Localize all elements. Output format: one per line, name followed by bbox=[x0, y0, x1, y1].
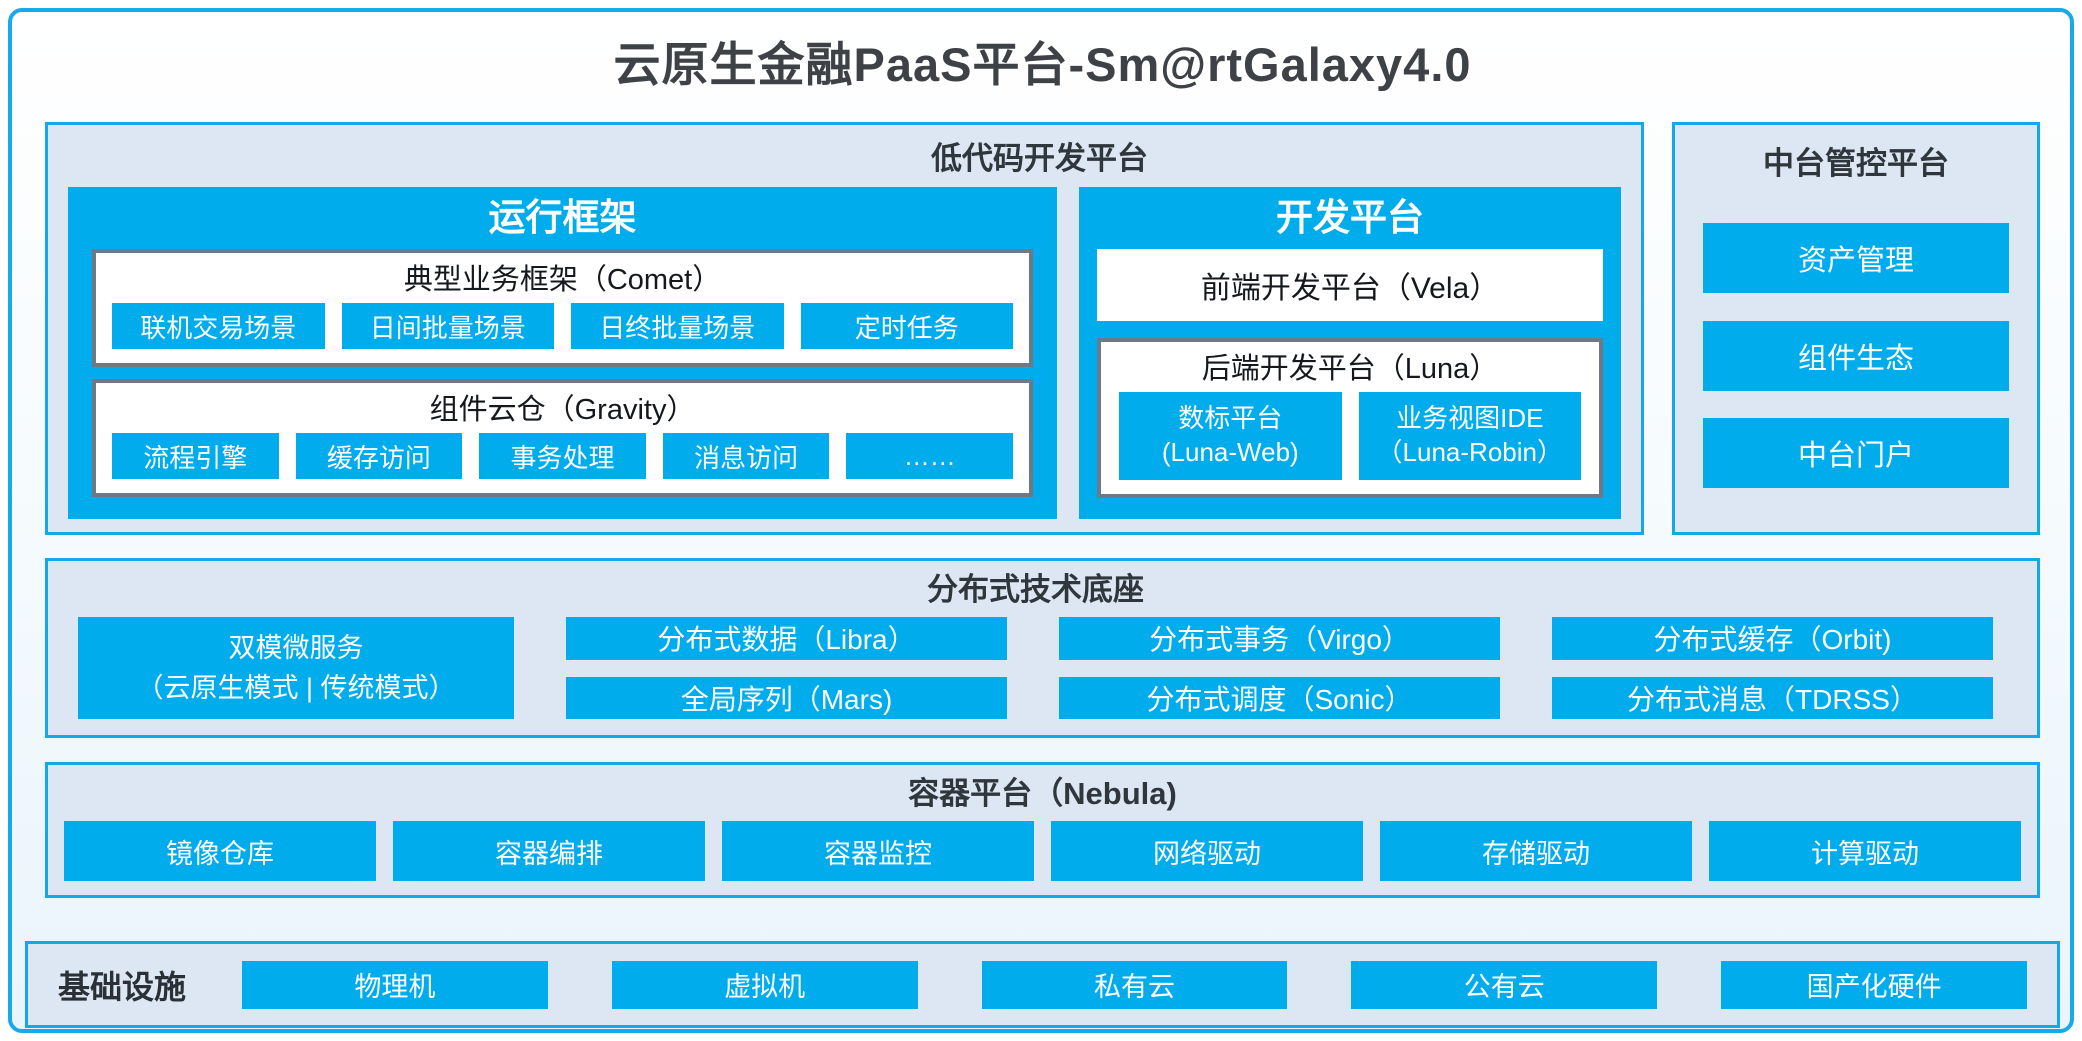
comet-items: 联机交易场景 日间批量场景 日终批量场景 定时任务 bbox=[112, 303, 1014, 349]
lowcode-platform-title: 低代码开发平台 bbox=[931, 141, 1148, 176]
gravity-frame: 组件云仓（Gravity） 流程引擎 缓存访问 事务处理 消息访问 …… bbox=[92, 379, 1034, 497]
distributed-col-2: 分布式事务（Virgo） 分布式调度（Sonic） bbox=[1059, 617, 1500, 719]
distributed-cache-orbit-item: 分布式缓存（Orbit) bbox=[1552, 617, 1993, 660]
distributed-scheduling-sonic-item: 分布式调度（Sonic） bbox=[1059, 676, 1500, 719]
gravity-frame-title: 组件云仓（Gravity） bbox=[429, 394, 696, 426]
midplatform-item-asset-management: 资产管理 bbox=[1703, 222, 2009, 293]
runtime-frames: 典型业务框架（Comet） 联机交易场景 日间批量场景 日终批量场景 定时任务 … bbox=[92, 249, 1034, 497]
luna-web-name: 数标平台 bbox=[1178, 403, 1283, 434]
diagram-frame: 云原生金融PaaS平台-Sm@rtGalaxy4.0 低代码开发平台 运行框架 … bbox=[8, 8, 2074, 1033]
infrastructure-items: 物理机 虚拟机 私有云 公有云 国产化硬件 bbox=[242, 960, 2027, 1009]
container-platform-panel: 容器平台（Nebula) 镜像仓库 容器编排 容器监控 网络驱动 存储驱动 计算… bbox=[45, 762, 2040, 898]
comet-item-daytime-batch: 日间批量场景 bbox=[341, 303, 555, 349]
luna-web-code: (Luna-Web) bbox=[1161, 437, 1299, 467]
dual-mode-line2: （云原生模式 | 传统模式） bbox=[136, 673, 456, 703]
luna-web-item: 数标平台 (Luna-Web) bbox=[1119, 392, 1342, 480]
distributed-base-panel: 分布式技术底座 双模微服务 （云原生模式 | 传统模式） 分布式数据（Libra… bbox=[45, 558, 2040, 738]
container-platform-title: 容器平台（Nebula) bbox=[908, 776, 1177, 811]
gravity-item-cache-access: 缓存访问 bbox=[295, 433, 463, 479]
luna-robin-code: （Luna-Robin） bbox=[1376, 437, 1563, 467]
comet-item-scheduled-task: 定时任务 bbox=[800, 303, 1014, 349]
container-item-orchestration: 容器编排 bbox=[393, 821, 705, 881]
container-item-network-driver: 网络驱动 bbox=[1051, 821, 1363, 881]
lowcode-platform-panel: 低代码开发平台 运行框架 典型业务框架（Comet） 联机交易场景 日间批量场景… bbox=[45, 122, 1644, 535]
global-sequence-mars-item: 全局序列（Mars) bbox=[566, 676, 1007, 719]
comet-item-online-trading: 联机交易场景 bbox=[112, 303, 325, 349]
gravity-item-message-access: 消息访问 bbox=[662, 433, 830, 479]
luna-robin-name: 业务视图IDE bbox=[1396, 403, 1544, 434]
dev-platform-box: 开发平台 前端开发平台（Vela） 后端开发平台（Luna） 数标平台 (Lun… bbox=[1079, 187, 1621, 519]
infrastructure-item-virtual-machine: 虚拟机 bbox=[611, 960, 918, 1009]
infrastructure-item-domestic-hardware: 国产化硬件 bbox=[1721, 960, 2027, 1009]
runtime-framework-box: 运行框架 典型业务框架（Comet） 联机交易场景 日间批量场景 日终批量场景 … bbox=[68, 187, 1058, 519]
distributed-transaction-virgo-item: 分布式事务（Virgo） bbox=[1059, 617, 1500, 660]
luna-frame: 后端开发平台（Luna） 数标平台 (Luna-Web) 业务视图IDE （Lu… bbox=[1097, 338, 1603, 498]
distributed-message-tdrss-item: 分布式消息（TDRSS） bbox=[1552, 676, 1993, 719]
container-item-monitoring: 容器监控 bbox=[722, 821, 1034, 881]
comet-frame: 典型业务框架（Comet） 联机交易场景 日间批量场景 日终批量场景 定时任务 bbox=[92, 249, 1034, 367]
midplatform-item-portal: 中台门户 bbox=[1703, 418, 2009, 489]
runtime-framework-title: 运行框架 bbox=[488, 197, 637, 238]
container-item-storage-driver: 存储驱动 bbox=[1380, 821, 1692, 881]
top-row: 低代码开发平台 运行框架 典型业务框架（Comet） 联机交易场景 日间批量场景… bbox=[45, 122, 2040, 535]
infrastructure-title: 基础设施 bbox=[58, 968, 187, 1005]
infrastructure-item-private-cloud: 私有云 bbox=[981, 960, 1288, 1009]
midplatform-panel: 中台管控平台 资产管理 组件生态 中台门户 bbox=[1672, 122, 2040, 535]
luna-robin-item: 业务视图IDE （Luna-Robin） bbox=[1358, 392, 1581, 480]
infrastructure-item-physical-machine: 物理机 bbox=[242, 960, 548, 1009]
distributed-col-3: 分布式缓存（Orbit) 分布式消息（TDRSS） bbox=[1552, 617, 1993, 719]
dev-platform-title: 开发平台 bbox=[1276, 197, 1425, 238]
distributed-data-libra-item: 分布式数据（Libra） bbox=[566, 617, 1007, 660]
gravity-item-process-engine: 流程引擎 bbox=[112, 433, 279, 479]
container-item-compute-driver: 计算驱动 bbox=[1709, 821, 2021, 881]
dual-mode-microservice-item: 双模微服务 （云原生模式 | 传统模式） bbox=[78, 617, 514, 719]
vela-frontend-platform: 前端开发平台（Vela） bbox=[1097, 249, 1603, 321]
infrastructure-item-public-cloud: 公有云 bbox=[1351, 960, 1658, 1009]
midplatform-item-component-ecosystem: 组件生态 bbox=[1703, 320, 2009, 391]
gravity-item-transaction: 事务处理 bbox=[479, 433, 646, 479]
luna-frame-title: 后端开发平台（Luna） bbox=[1201, 353, 1499, 385]
midplatform-title: 中台管控平台 bbox=[1763, 146, 1949, 181]
page-title: 云原生金融PaaS平台-Sm@rtGalaxy4.0 bbox=[613, 38, 1472, 91]
container-item-image-registry: 镜像仓库 bbox=[64, 821, 376, 881]
infrastructure-panel: 基础设施 物理机 虚拟机 私有云 公有云 国产化硬件 bbox=[25, 941, 2060, 1028]
dual-mode-line1: 双模微服务 bbox=[228, 632, 364, 663]
distributed-body: 双模微服务 （云原生模式 | 传统模式） 分布式数据（Libra） 全局序列（M… bbox=[78, 617, 1993, 719]
comet-frame-title: 典型业务框架（Comet） bbox=[403, 264, 722, 296]
lowcode-body: 运行框架 典型业务框架（Comet） 联机交易场景 日间批量场景 日终批量场景 … bbox=[68, 187, 1621, 519]
gravity-item-more: …… bbox=[846, 433, 1014, 479]
container-items: 镜像仓库 容器编排 容器监控 网络驱动 存储驱动 计算驱动 bbox=[64, 821, 2021, 881]
luna-items: 数标平台 (Luna-Web) 业务视图IDE （Luna-Robin） bbox=[1117, 392, 1583, 480]
midplatform-items: 资产管理 组件生态 中台门户 bbox=[1703, 195, 2009, 516]
comet-item-endofday-batch: 日终批量场景 bbox=[571, 303, 784, 349]
distributed-col-1: 分布式数据（Libra） 全局序列（Mars) bbox=[566, 617, 1007, 719]
distributed-base-title: 分布式技术底座 bbox=[927, 572, 1144, 607]
gravity-items: 流程引擎 缓存访问 事务处理 消息访问 …… bbox=[112, 433, 1014, 479]
